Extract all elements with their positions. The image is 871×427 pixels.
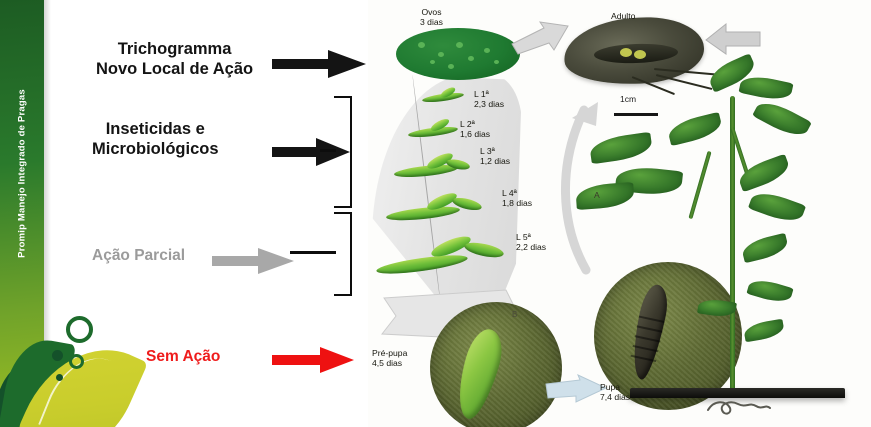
label-prepupa-duration: 4,5 dias [372,358,403,369]
moth-spot-1 [620,48,632,57]
scale-bar [614,113,658,116]
arrow-cycle-adult-inbound-icon [705,22,761,55]
plant-leaf-right-3 [747,187,807,227]
label-l2: L 2ª 1,6 dias [460,119,490,140]
label-l1-name: L 1ª [474,89,489,99]
arrow-black-trichogramma-icon [272,50,366,78]
sidebar-vertical-title: Promip Manejo Integrado de Pragas [16,89,28,258]
callout-trichogramma-line1: Trichogramma [117,40,232,58]
arrow-gray-acao-parcial-icon [212,248,294,274]
callout-sem-acao-left: Sem Ação [146,348,220,367]
marker-a: A [594,190,600,200]
arrow-prepupa-to-pupa-icon [545,374,608,403]
moth-spot-2 [634,50,646,59]
label-l2-duration: 1,6 dias [460,129,491,140]
plant-leaf-right-1 [752,96,812,142]
plant-leaf-upper-right [738,72,794,104]
logo-dot-medium-icon [52,350,63,361]
label-l5-name: L 5ª [516,232,531,242]
promip-leaf-logo [0,307,149,427]
label-ovos-duration: 3 dias [420,17,443,28]
label-adulto: Adulto [611,11,635,21]
label-pupa: Pupa 7,4 dias [600,382,630,403]
plant-branch-left [688,150,712,220]
arrow-red-sem-acao-left-icon [272,347,354,373]
plant-leaf-right-6 [742,318,786,343]
arrow-pupa-to-adult-icon [561,102,598,275]
label-l3-name: L 3ª [480,146,495,156]
prepupa-photo-inset [430,302,562,427]
label-l3: L 3ª 1,2 dias [480,146,510,167]
bracket-lower-stub [290,251,336,254]
label-l4-name: L 4ª [502,188,517,198]
artist-signature [707,401,771,415]
callout-inseticidas-line1: Inseticidas e [105,120,205,138]
label-adulto-name: Adulto [611,11,636,21]
label-l1-duration: 2,3 dias [474,99,505,110]
pupa-photo-texture [594,262,742,410]
callout-sem-acao-left-text: Sem Ação [146,348,221,365]
callout-trichogramma-line2: Novo Local de Ação [96,59,254,78]
bracket-upper [334,96,352,208]
label-l5: L 5ª 2,2 dias [516,232,546,253]
moth-antenna-1 [655,74,713,91]
label-l2-name: L 2ª [460,119,475,129]
logo-dot-large-icon [66,316,93,343]
pupa-photo-inset [594,262,742,410]
label-pupa-duration: 7,4 dias [600,392,631,403]
callout-acao-parcial-left: Ação Parcial [92,247,185,266]
sidebar-shadow [44,0,51,427]
label-ovos: Ovos 3 dias [420,7,443,28]
scale-bar-label: 1cm [620,94,637,104]
label-l3-duration: 1,2 dias [480,156,511,167]
label-l1: L 1ª 2,3 dias [474,89,504,110]
marker-b: B [512,310,518,319]
callout-inseticidas: Inseticidas e Microbiológicos [92,120,219,160]
arrow-black-inseticidas-icon [272,138,350,166]
label-pupa-name: Pupa [600,382,621,392]
label-l4-duration: 1,8 dias [502,198,533,209]
egg-mass-image [396,28,520,80]
plant-leaf-left-1 [666,111,724,147]
plant-leaf-right-4 [740,232,790,264]
arrow-cycle-egg-to-adult-icon [511,21,569,55]
bracket-lower [334,212,352,296]
plant-leaf-right-5 [746,276,794,306]
plant-main-stem [730,96,735,392]
label-l5-duration: 2,2 dias [516,242,547,253]
label-prepupa-name: Pré-pupa [372,348,408,358]
lifecycle-illustration: Ovos 3 dias Adulto 1cm L 1ª 2, [368,0,871,427]
callout-acao-parcial-left-text: Ação Parcial [92,247,186,264]
ground-line [630,388,845,398]
label-prepupa: Pré-pupa 4,5 dias [372,348,407,369]
bracket-upper-stub [320,149,336,152]
label-l4: L 4ª 1,8 dias [502,188,532,209]
callout-inseticidas-line2: Microbiológicos [92,139,219,158]
callout-trichogramma: Trichogramma Novo Local de Ação [96,40,253,80]
logo-dot-ring-icon [69,354,84,369]
label-ovos-name: Ovos [421,7,442,17]
logo-dot-small-icon [56,374,63,381]
